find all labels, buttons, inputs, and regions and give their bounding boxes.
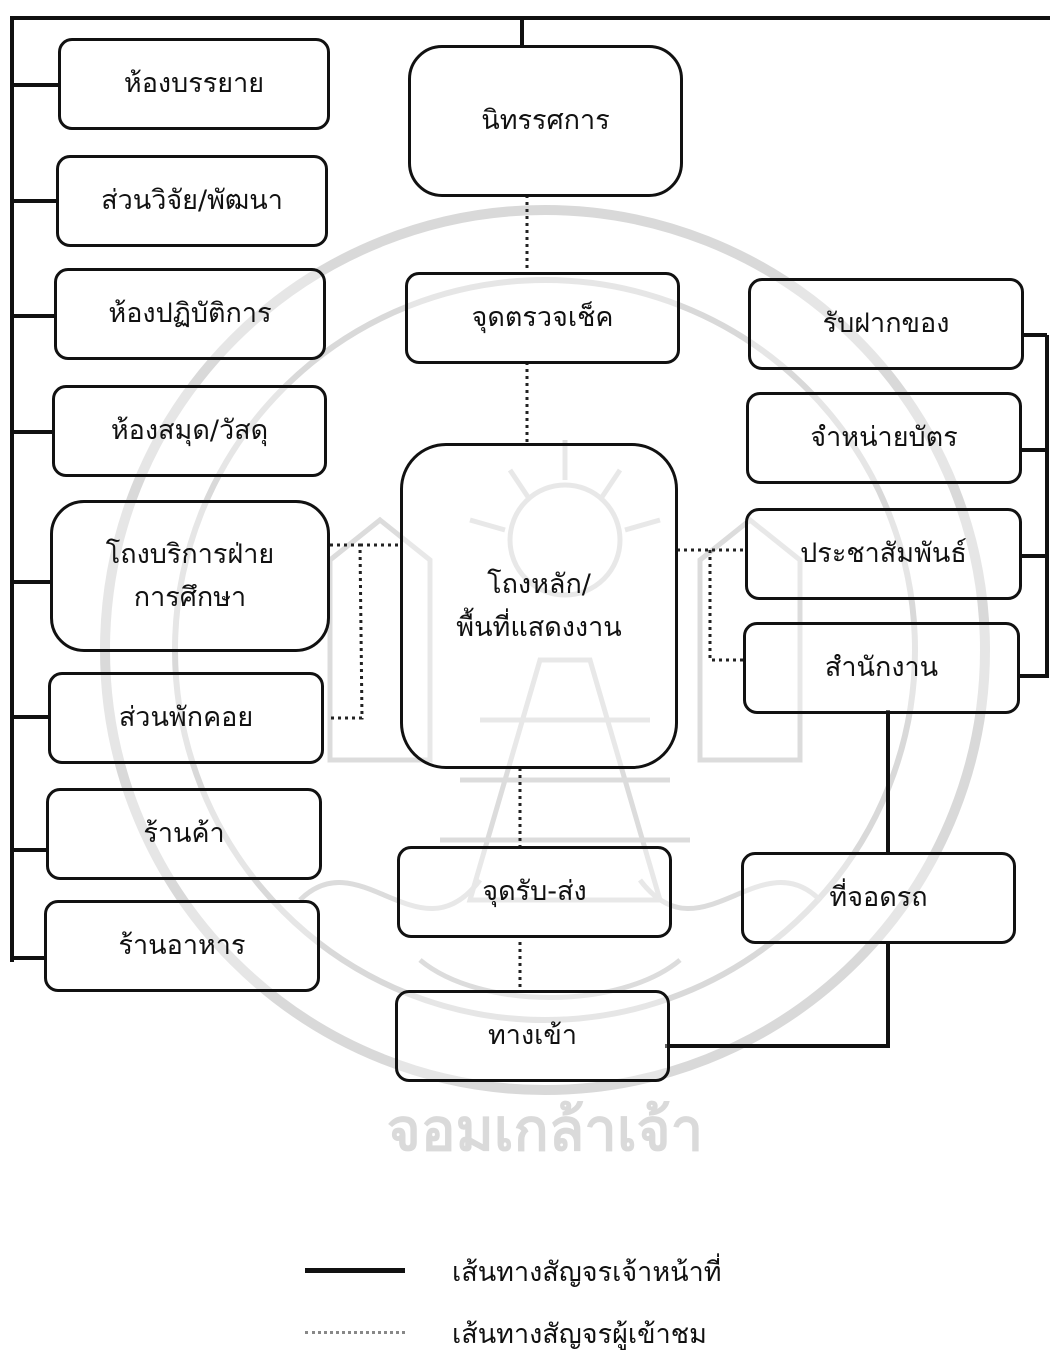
node-laboratory: ห้องปฏิบัติการ <box>54 268 326 360</box>
legend-staff-label: เส้นทางสัญจรเจ้าหน้าที่ <box>452 1257 722 1288</box>
node-checkpoint: จุดตรวจเช็ค <box>405 272 680 364</box>
node-dropoff-point: จุดรับ-ส่ง <box>397 846 672 938</box>
node-main-hall: โถงหลัก/ พื้นที่แสดงงาน <box>400 443 678 769</box>
legend-visitor-label: เส้นทางสัญจรผู้เข้าชม <box>452 1319 707 1350</box>
node-restaurant: ร้านอาหาร <box>44 900 320 992</box>
legend-visitor-line-sample <box>305 1331 405 1334</box>
legend-staff-line-sample <box>305 1268 405 1273</box>
node-library: ห้องสมุด/วัสดุ <box>52 385 327 477</box>
node-office: สำนักงาน <box>743 622 1020 714</box>
node-public-relations: ประชาสัมพันธ์ <box>745 508 1022 600</box>
node-lecture-room: ห้องบรรยาย <box>58 38 330 130</box>
node-education-service-hall: โถงบริการฝ่าย การศึกษา <box>50 500 330 652</box>
node-entrance: ทางเข้า <box>395 990 670 1082</box>
node-exhibition: นิทรรศการ <box>408 45 683 197</box>
node-shop: ร้านค้า <box>46 788 322 880</box>
node-parking: ที่จอดรถ <box>741 852 1016 944</box>
node-waiting-area: ส่วนพักคอย <box>48 672 324 764</box>
node-research-development: ส่วนวิจัย/พัฒนา <box>56 155 328 247</box>
node-cloakroom: รับฝากของ <box>748 278 1024 370</box>
node-ticket-sales: จำหน่ายบัตร <box>746 392 1022 484</box>
